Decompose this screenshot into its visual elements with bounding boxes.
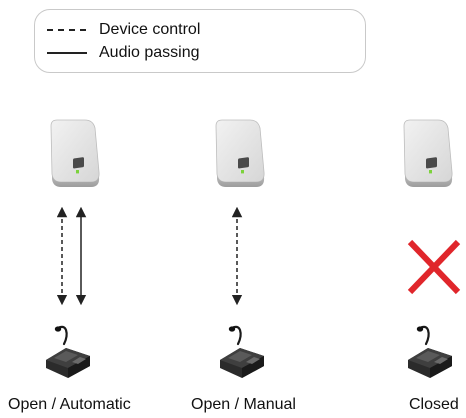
state-label-closed: Closed xyxy=(409,396,459,413)
legend: Device control Audio passing xyxy=(34,9,366,73)
dashed-line-icon xyxy=(47,29,87,31)
legend-item-device-control: Device control xyxy=(47,20,200,40)
state-label-open-manual: Open / Manual xyxy=(191,396,296,413)
green-led-icon xyxy=(241,170,244,174)
green-led-icon xyxy=(429,170,432,174)
access-point-icon xyxy=(50,119,100,188)
access-point-icon xyxy=(403,119,453,188)
legend-item-audio-passing: Audio passing xyxy=(47,43,200,63)
legend-label-device-control: Device control xyxy=(99,21,201,38)
conference-unit-icon xyxy=(44,325,92,380)
cross-icon xyxy=(407,239,461,295)
conference-unit-icon xyxy=(218,325,266,380)
legend-label-audio-passing: Audio passing xyxy=(99,44,200,61)
solid-line-icon xyxy=(47,52,87,54)
conference-unit-icon xyxy=(406,325,454,380)
green-led-icon xyxy=(76,170,79,174)
state-label-open-automatic: Open / Automatic xyxy=(8,396,131,413)
access-point-icon xyxy=(215,119,265,188)
